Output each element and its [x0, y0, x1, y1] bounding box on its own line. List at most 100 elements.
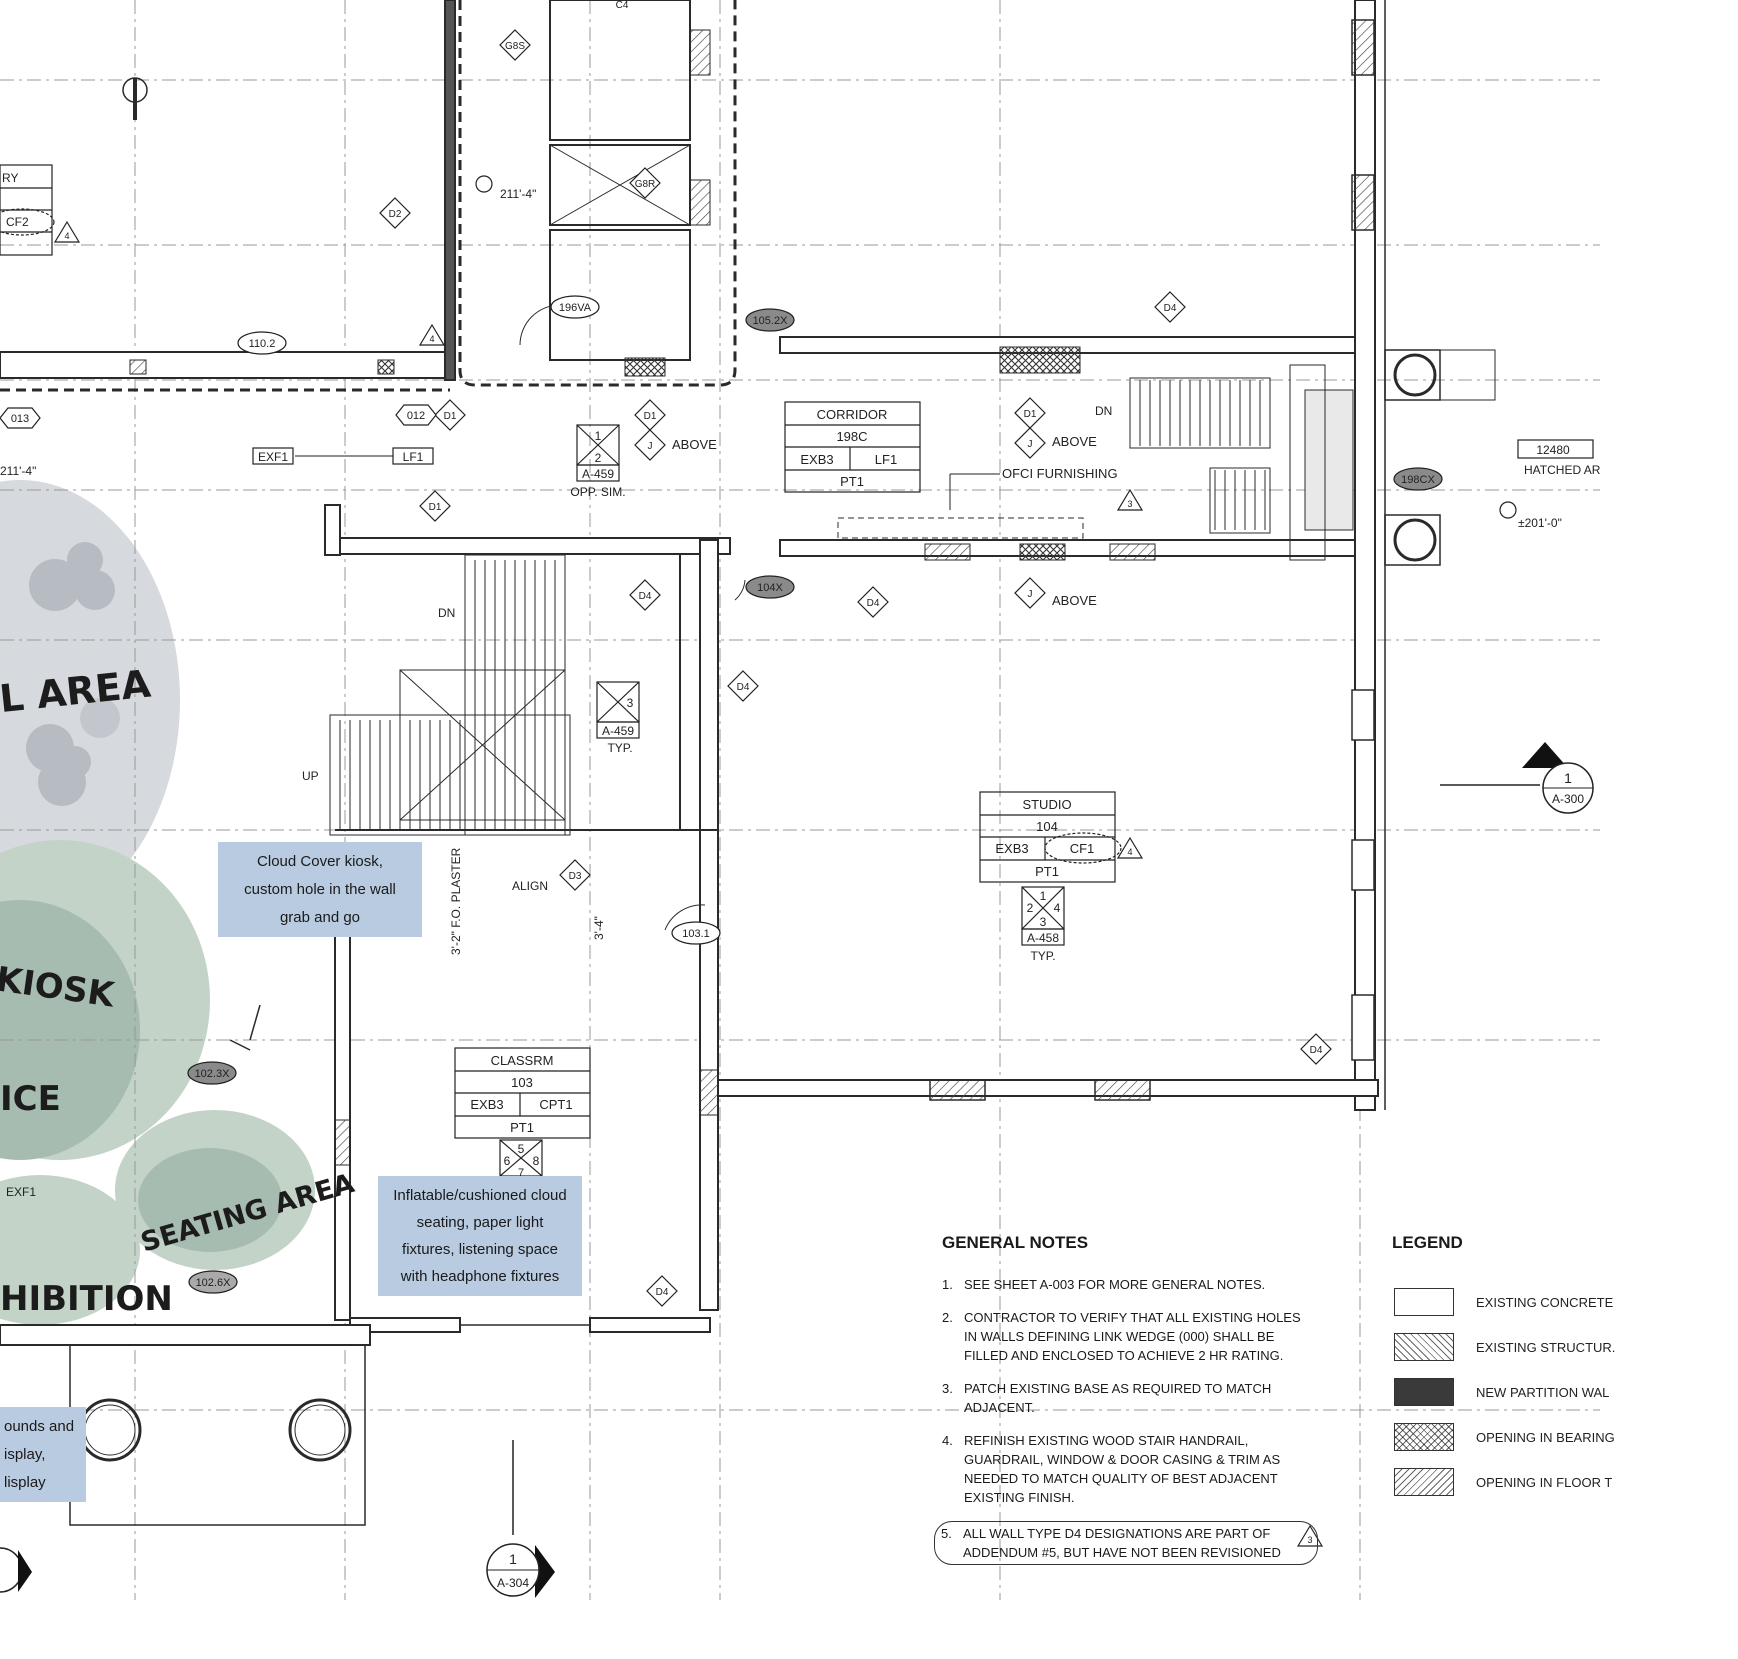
studio-name: STUDIO: [1022, 797, 1071, 812]
legend-title: LEGEND: [1392, 1233, 1463, 1252]
tag-d1-a: D1: [644, 411, 657, 422]
legend-swatch-structure: [1394, 1333, 1454, 1361]
tag-j-b: J: [1028, 439, 1033, 450]
tag-j-a: J: [648, 441, 653, 452]
door-196va: 196VA: [559, 302, 592, 314]
classroom-paint: PT1: [510, 1120, 534, 1135]
label-dn-b: DN: [438, 606, 455, 620]
label-ofci: OFCI FURNISHING: [1002, 466, 1118, 481]
rev-4-c: 4: [1127, 847, 1132, 857]
door-110-2: 110.2: [249, 338, 276, 350]
annotation-inflatable: Inflatable/cushioned cloud seating, pape…: [378, 1176, 582, 1296]
section-mark-a304: [486, 1440, 555, 1598]
general-notes: GENERAL NOTES 1. SEE SHEET A-003 FOR MOR…: [934, 1233, 1318, 1565]
a459-top-num: 1: [595, 429, 602, 443]
label-above-a: ABOVE: [672, 437, 717, 452]
door-198cx: 198CX: [1401, 474, 1435, 486]
general-note-2: 2. CONTRACTOR TO VERIFY THAT ALL EXISTIN…: [942, 1310, 1301, 1363]
studio-paint: PT1: [1035, 864, 1059, 879]
label-align: ALIGN: [512, 879, 548, 893]
corridor-finish-right: LF1: [875, 452, 897, 467]
general-note-4: 4. REFINISH EXISTING WOOD STAIR HANDRAIL…: [942, 1433, 1281, 1505]
detail-tag-a459-mid: [596, 681, 640, 739]
tag-d4-f: D4: [656, 1287, 669, 1298]
tag-d4-c: D4: [639, 591, 652, 602]
detail-tag-a458: [1021, 886, 1065, 946]
a458-left: 2: [1027, 901, 1034, 915]
label-dim-3-4: 3'-4": [592, 916, 606, 940]
door-102-6x: 102.6X: [196, 1277, 232, 1289]
a459-top-sheet: A-459: [582, 467, 614, 481]
studio-number: 104: [1036, 819, 1058, 834]
tag-d4-d: D4: [737, 682, 750, 693]
label-lf1: LF1: [403, 450, 424, 464]
classroom-tag-left: 6: [504, 1154, 511, 1168]
opp-sim-label: OPP. SIM.: [570, 485, 625, 499]
zone-ice-label: ICE: [0, 1079, 61, 1119]
elev-211-b: 211'-4": [0, 464, 36, 478]
legend-item-partition: NEW PARTITION WAL: [1394, 1378, 1609, 1406]
hatched-number: 12480: [1536, 443, 1570, 457]
a304-sheet: A-304: [497, 1576, 529, 1590]
annotation-sounds: ounds and isplay, lisplay: [0, 1407, 86, 1502]
label-up: UP: [302, 769, 319, 783]
general-note-3: 3. PATCH EXISTING BASE AS REQUIRED TO MA…: [942, 1381, 1272, 1415]
elev-201: ±201'-0": [1518, 516, 1562, 530]
room-tag-partial: [0, 164, 55, 256]
legend-item-bearing: OPENING IN BEARING: [1394, 1423, 1615, 1451]
tag-d3: D3: [569, 871, 582, 882]
tag-d4-b: D4: [867, 598, 880, 609]
room-tag-studio: [979, 791, 1122, 883]
tag-g8s: G8S: [505, 41, 525, 52]
tag-c4: C4: [616, 0, 629, 11]
door-105-2x: 105.2X: [753, 315, 789, 327]
label-cf2: CF2: [6, 215, 29, 229]
legend-item-concrete: EXISTING CONCRETE: [1394, 1288, 1613, 1316]
corridor-number: 198C: [836, 429, 867, 444]
door-102-3x: 102.3X: [195, 1068, 231, 1080]
room-tag-corridor: [784, 401, 921, 493]
zone-exhibition-label: HIBITION: [0, 1279, 173, 1319]
door-103-1: 103.1: [682, 928, 710, 940]
a300-sheet: A-300: [1552, 792, 1584, 806]
tag-j-c: J: [1028, 589, 1033, 600]
label-plaster: 3'-2" F.O. PLASTER: [449, 847, 463, 955]
studio-finish-right: CF1: [1070, 841, 1095, 856]
annotation-cloud-cover: Cloud Cover kiosk, custom hole in the wa…: [218, 842, 422, 937]
a304-num: 1: [509, 1551, 517, 1567]
classroom-number: 103: [511, 1075, 533, 1090]
legend-item-floor: OPENING IN FLOOR T: [1394, 1468, 1612, 1496]
section-mark-partial: [0, 1547, 32, 1593]
classroom-name: CLASSRM: [491, 1053, 554, 1068]
label-exf1: EXF1: [258, 450, 288, 464]
a458-typ: TYP.: [1030, 949, 1055, 963]
tag-d1-d: D1: [444, 411, 457, 422]
a458-sheet: A-458: [1027, 931, 1059, 945]
label-dn-a: DN: [1095, 404, 1112, 418]
a459-mid-num: 3: [627, 696, 634, 710]
a458-bottom: 3: [1040, 915, 1047, 929]
door-104x: 104X: [757, 582, 783, 594]
corridor-paint: PT1: [840, 474, 864, 489]
label-exf1-b: EXF1: [6, 1185, 36, 1199]
classroom-finish-right: CPT1: [539, 1097, 572, 1112]
legend-swatch-bearing: [1394, 1423, 1454, 1451]
label-above-c: ABOVE: [1052, 593, 1097, 608]
legend-swatch-concrete: [1394, 1288, 1454, 1316]
a458-top: 1: [1040, 889, 1047, 903]
classroom-tag-top: 5: [518, 1142, 525, 1156]
classroom-tag-bottom: 7: [518, 1167, 524, 1179]
tag-d1-b: D1: [1024, 409, 1037, 420]
general-note-1: 1. SEE SHEET A-003 FOR MORE GENERAL NOTE…: [942, 1277, 1266, 1292]
a459-top-num2: 2: [595, 451, 602, 465]
rev-3-b: 3: [1307, 1535, 1312, 1545]
tag-d1-c: D1: [429, 502, 442, 513]
detail-tag-a459-top: [576, 424, 620, 482]
wall-type-tags: [379, 29, 1332, 1307]
room-tag-classroom: [454, 1047, 591, 1139]
door-tags: [0, 295, 1443, 1294]
general-notes-title: GENERAL NOTES: [942, 1233, 1089, 1252]
general-note-5: 5. ALL WALL TYPE D4 DESIGNATIONS ARE PAR…: [934, 1521, 1318, 1565]
studio-finish-left: EXB3: [995, 841, 1028, 856]
